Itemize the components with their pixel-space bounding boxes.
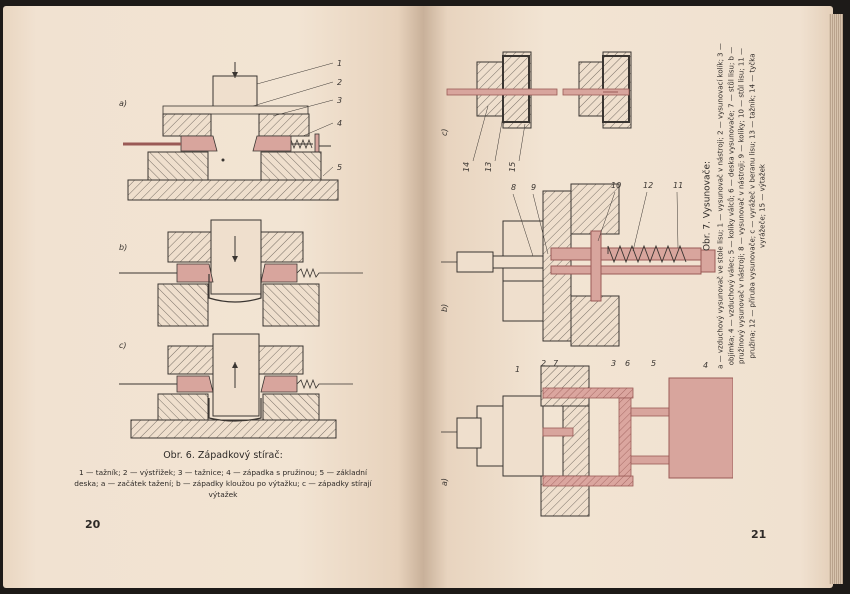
fig6-part-5: 5 <box>337 163 342 172</box>
figure-6-caption: Obr. 6. Západkový stírač: 1 — tažník; 2 … <box>73 450 373 500</box>
figure-7-caption-title: Obr. 7. Vysunovače: <box>702 160 713 252</box>
fig6-part-4: 4 <box>337 119 342 128</box>
fig7-part-4: 4 <box>703 361 708 370</box>
figure-7-ejectors: c) 14 13 15 <box>440 51 733 517</box>
open-book: a) 1 2 3 4 5 b) <box>3 6 843 588</box>
fig7-part-10: 10 <box>611 181 621 190</box>
fig7-part-15: 15 <box>508 162 517 172</box>
fig7-part-8: 8 <box>511 183 516 192</box>
fig6-part-2: 2 <box>337 78 342 87</box>
diagram-c-ejector: c) 14 13 15 <box>440 51 632 172</box>
fig7-part-5: 5 <box>651 359 656 368</box>
fig6-label-c: c) <box>119 341 127 350</box>
fig7-part-14: 14 <box>462 162 471 172</box>
fig7-part-13: 13 <box>484 162 493 172</box>
fig7-part-3: 3 <box>611 359 616 368</box>
page-number-left: 20 <box>85 518 101 531</box>
right-page: c) 14 13 15 <box>423 6 833 588</box>
fig7-part-2: 2 <box>541 359 546 368</box>
fig6-label-a: a) <box>119 99 127 108</box>
fig7-part-9: 9 <box>531 183 536 192</box>
figure-6-caption-text: 1 — tažník; 2 — výstřižek; 3 — tažnice; … <box>74 468 372 499</box>
fig7-label-b: b) <box>440 304 449 312</box>
left-page: a) 1 2 3 4 5 b) <box>3 6 423 588</box>
diagram-b: b) <box>119 219 363 327</box>
fig7-label-c: c) <box>440 128 449 136</box>
figure-7-caption-text: a — vzduchový vysunovač ve stole lisu; 1… <box>716 43 767 369</box>
fig7-part-1: 1 <box>515 365 520 374</box>
fig7-part-11: 11 <box>673 181 683 190</box>
fig7-part-6: 6 <box>625 359 630 368</box>
fig7-part-12: 12 <box>643 181 653 190</box>
figure-6-caption-title: Obr. 6. Západkový stírač: <box>163 450 283 461</box>
page-edges <box>829 14 843 584</box>
diagram-a: a) 1 2 3 4 5 <box>119 59 342 201</box>
fig6-part-3: 3 <box>337 96 342 105</box>
fig7-part-7: 7 <box>553 359 559 368</box>
figure-6-stripper: a) 1 2 3 4 5 b) <box>119 59 363 439</box>
fig6-part-1: 1 <box>337 59 342 68</box>
diagram-b-ejector: b) 8 9 10 12 11 <box>440 181 716 347</box>
fig7-label-a: a) <box>440 478 449 486</box>
page-number-right: 21 <box>751 528 767 541</box>
diagram-c: c) <box>119 333 353 439</box>
figure-7-caption: Obr. 7. Vysunovače: a — vzduchový vysuno… <box>695 36 775 376</box>
diagram-a-ejector: a) 1 2 7 3 6 5 4 <box>440 359 733 517</box>
fig6-label-b: b) <box>119 243 127 252</box>
